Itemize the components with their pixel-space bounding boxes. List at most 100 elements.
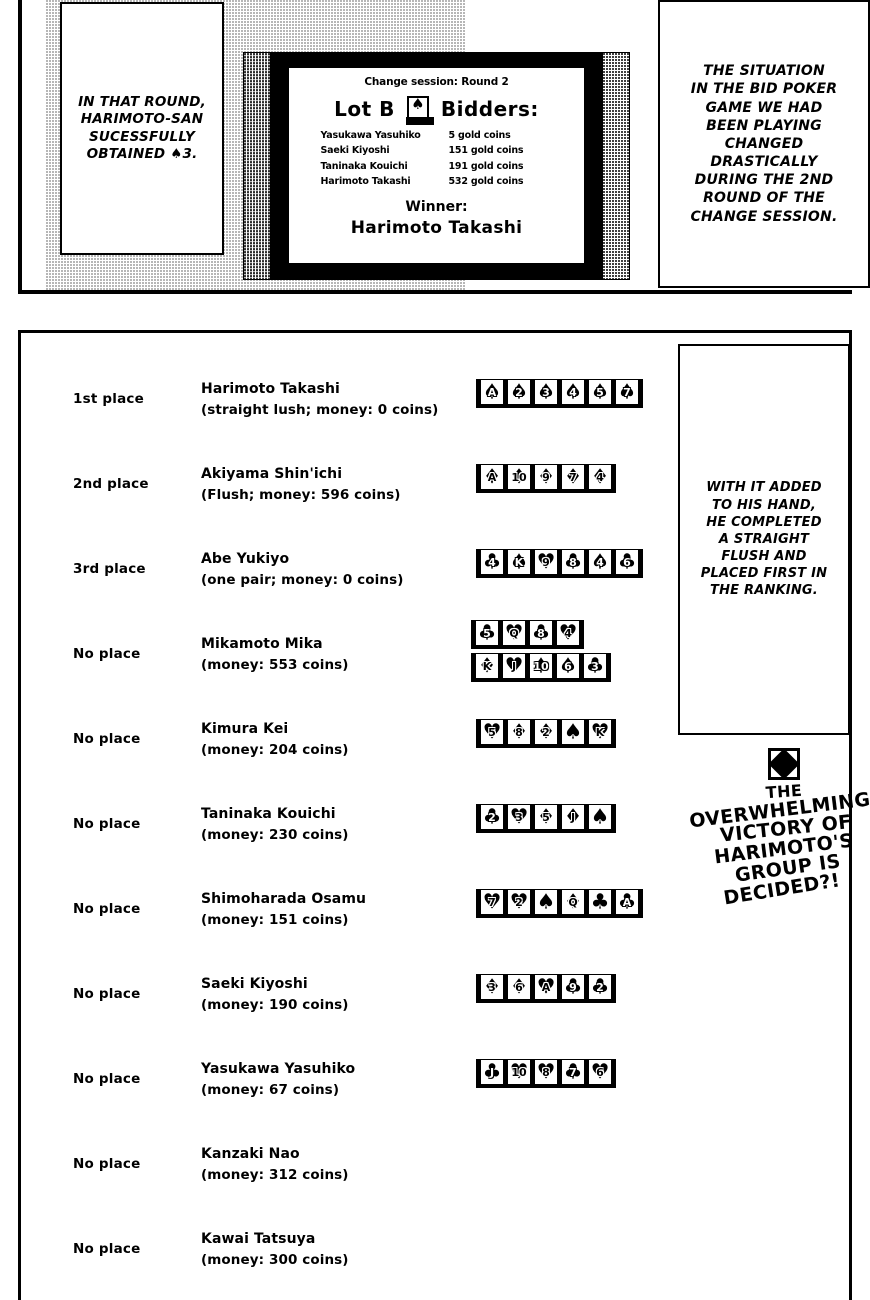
rank-place-label: No place — [73, 646, 141, 662]
card-suit-icon: ♠ — [563, 379, 583, 404]
card-suit-icon: ♥ — [536, 974, 556, 999]
card-suit-icon: ♠ — [590, 549, 610, 574]
player-name: Mikamoto Mika — [201, 636, 323, 652]
player-name: Harimoto Takashi — [201, 381, 340, 397]
rank-place-label: No place — [73, 1241, 141, 1257]
ranking-row: No place Mikamoto Mika(money: 553 coins) ♣… — [21, 620, 681, 688]
card-rank: K — [595, 725, 605, 739]
playing-card: ♥Q — [502, 620, 526, 646]
top-panel: IN THAT ROUND, HARIMOTO-SAN SUCESSFULLY … — [18, 0, 870, 298]
card-hand-area: ♥5♦8♦2♠♥K — [476, 719, 616, 752]
card-suit-icon: ♦ — [477, 653, 497, 678]
card-rank: J — [511, 659, 517, 673]
card-hand: ♣J♥10♥8♣7♥6 — [476, 1059, 616, 1088]
card-rank: J — [570, 810, 576, 824]
card-suit-icon: ♥ — [482, 889, 502, 914]
playing-card: ♣2 — [588, 974, 612, 1000]
card-rank: 8 — [569, 555, 577, 569]
card-rank: J — [489, 1065, 495, 1079]
card-suit-icon: ♣ — [590, 889, 610, 914]
rank-player-info: Shimoharada Osamu(money: 151 coins) — [201, 889, 366, 930]
screen-header: Change session: Round 2 — [364, 76, 509, 88]
playing-card: ♥9 — [534, 549, 558, 575]
playing-card: ♠2 — [507, 379, 531, 405]
monitor-left-speaker — [243, 52, 271, 280]
bidder-amount: 532 gold coins — [448, 176, 524, 188]
playing-card: ♣8 — [561, 549, 585, 575]
shout-text-block: THE OVERWHELMING VICTORY OF HARIMOTO'S G… — [688, 748, 870, 948]
card-suit-icon: ♦ — [509, 974, 529, 999]
playing-card: ♦4 — [588, 464, 612, 490]
playing-card: ♣J — [480, 1059, 504, 1085]
card-rank: 4 — [564, 626, 572, 640]
playing-card: ♠6 — [556, 653, 580, 679]
card-suit-icon: ♥ — [504, 620, 524, 645]
rank-player-info: Mikamoto Mika(money: 553 coins) — [201, 634, 349, 675]
card-suit-icon: ♣ — [617, 889, 637, 914]
card-rank: 9 — [542, 555, 550, 569]
playing-card: ♦10 — [507, 464, 531, 490]
card-hand: ♥7♥2♠♦Q♣♣A — [476, 889, 643, 918]
card-suit-icon: ♥ — [558, 620, 578, 645]
playing-card: ♥4 — [556, 620, 580, 646]
diamond-emblem-icon — [768, 748, 800, 780]
player-detail: (money: 67 coins) — [201, 1082, 340, 1098]
playing-card: ♠5 — [588, 379, 612, 405]
card-rank: K — [482, 659, 492, 673]
playing-card: ♥6 — [588, 1059, 612, 1085]
playing-card: ♣A — [615, 889, 639, 915]
playing-card: ♦5 — [534, 804, 558, 830]
winner-name: Harimoto Takashi — [350, 217, 523, 238]
card-suit-icon: ♥ — [536, 1059, 556, 1084]
card-suit-icon: ♣ — [617, 549, 637, 574]
rank-place-label: No place — [73, 816, 141, 832]
card-suit-icon: ♠ — [531, 653, 551, 678]
card-rank: 8 — [537, 626, 545, 640]
player-name: Taninaka Kouichi — [201, 806, 336, 822]
card-suit-icon: ♣ — [585, 653, 605, 678]
card-suit-icon: ♥ — [509, 889, 529, 914]
card-suit-icon: ♣ — [477, 620, 497, 645]
card-suit-icon: ♣ — [590, 974, 610, 999]
playing-card: ♠A — [480, 379, 504, 405]
card-suit-icon: ♠ — [536, 889, 556, 914]
rank-place-label: No place — [73, 901, 141, 917]
card-rank: 2 — [515, 895, 523, 909]
spade-pip: ♠ — [411, 95, 425, 113]
caption-right-text: THE SITUATION IN THE BID POKER GAME WE H… — [690, 63, 838, 225]
player-detail: (money: 204 coins) — [201, 742, 349, 758]
lot-label: Lot B — [334, 97, 395, 121]
table-row: Yasukawa Yasuhiko 5 gold coins — [321, 128, 553, 143]
card-rank: Q — [509, 626, 519, 640]
playing-card: ♣8 — [529, 620, 553, 646]
card-suit-icon: ♦ — [482, 464, 502, 489]
playing-card: ♦9 — [534, 464, 558, 490]
playing-card: ♣5 — [475, 620, 499, 646]
playing-card: ♣2 — [480, 804, 504, 830]
rank-player-info: Abe Yukiyo(one pair; money: 0 coins) — [201, 549, 404, 590]
caption-bubble-left: IN THAT ROUND, HARIMOTO-SAN SUCESSFULLY … — [60, 2, 224, 255]
rank-place-label: No place — [73, 1156, 141, 1172]
card-rank: 7 — [569, 470, 577, 484]
player-detail: (money: 190 coins) — [201, 997, 349, 1013]
playing-card: ♣ — [588, 889, 612, 915]
card-suit-icon: ♥ — [482, 719, 502, 744]
playing-card: ♦8 — [507, 719, 531, 745]
rank-player-info: Harimoto Takashi(straight lush; money: 0… — [201, 379, 438, 420]
playing-card: ♠ — [588, 804, 612, 830]
playing-card: ♠ — [534, 889, 558, 915]
top-panel-border — [18, 0, 852, 294]
card-hand: ♦3♦6♥A♣9♣2 — [476, 974, 616, 1003]
bidder-name: Taninaka Kouichi — [320, 160, 408, 172]
card-hand: ♣4♠K♥9♣8♠4♣6 — [476, 549, 643, 578]
rank-place-label: No place — [73, 731, 141, 747]
playing-card: ♣9 — [561, 974, 585, 1000]
rank-player-info: Kanzaki Nao(money: 312 coins) — [201, 1144, 349, 1185]
ranking-row: No place Kanzaki Nao(money: 312 coins) — [21, 1138, 681, 1198]
card-hand-area: ♣2♥3♦5♦J♠ — [476, 804, 616, 837]
